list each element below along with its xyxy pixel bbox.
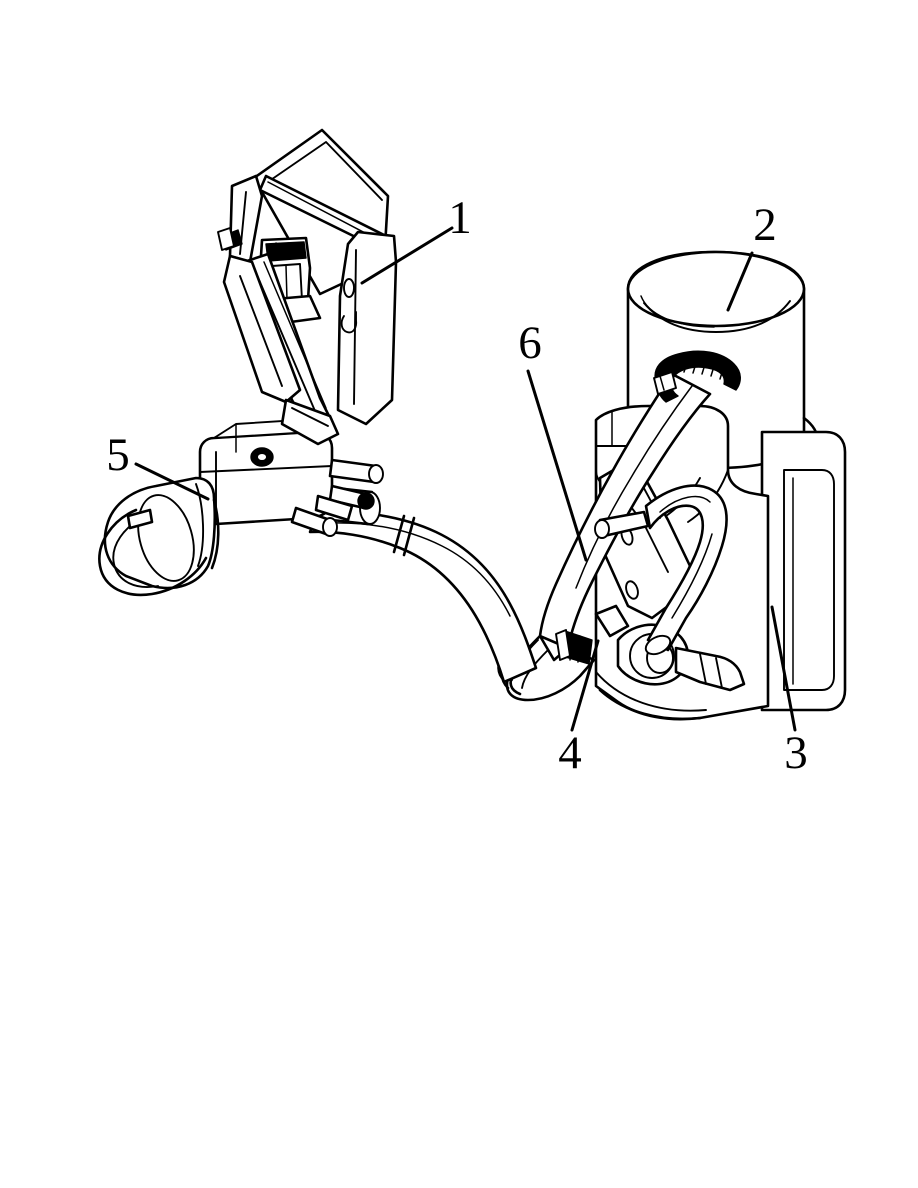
callout-number-6: 6 (518, 317, 542, 369)
worm-gear-hose-clamp (653, 350, 741, 403)
leader-line-2 (726, 251, 754, 312)
leader-line-4 (570, 639, 600, 732)
callout-leaders (134, 226, 797, 732)
secondary-loop-pipe (594, 484, 728, 656)
callout-number-3: 3 (784, 727, 808, 779)
callout-number-4: 4 (558, 727, 582, 779)
bracket-to-valve-link (280, 398, 340, 446)
leader-line-6 (526, 369, 588, 562)
mid-pipe-stubs (290, 506, 338, 537)
leader-line-3 (770, 605, 797, 732)
part-3-rectangular-housing (760, 430, 847, 712)
leader-line-5 (134, 462, 210, 501)
valve-body-with-ports (198, 417, 384, 526)
leader-line-1 (360, 226, 454, 285)
part-1-mounting-bracket (217, 128, 398, 442)
part-4-lower-hose-clamp (555, 629, 593, 665)
callout-numbers: 1 2 3 4 5 6 (106, 192, 808, 779)
callout-number-5: 5 (106, 429, 130, 481)
callout-number-1: 1 (448, 192, 472, 244)
callout-number-2: 2 (753, 199, 777, 251)
part-5-left-canister (98, 476, 220, 597)
